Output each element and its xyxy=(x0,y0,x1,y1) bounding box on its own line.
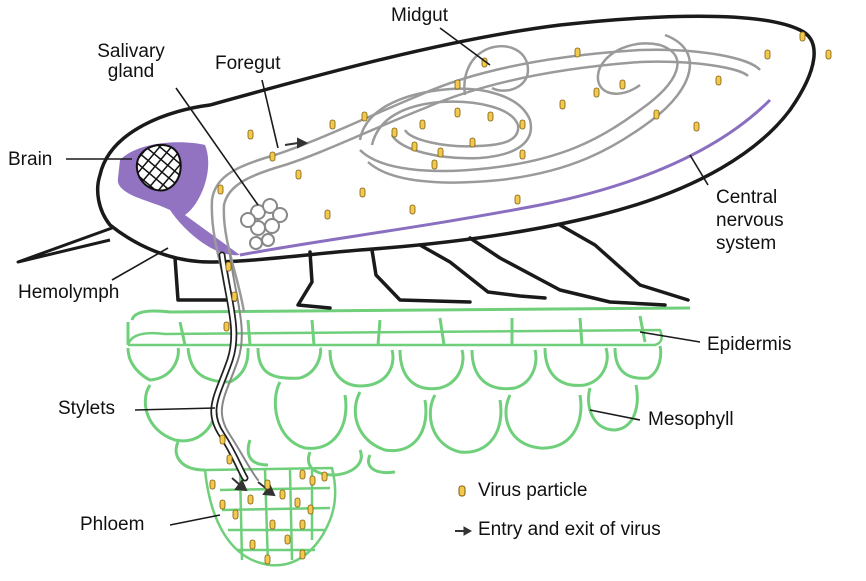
virus-particle-icon xyxy=(224,322,229,331)
label-midgut: Midgut xyxy=(391,6,448,26)
virus-particle-icon xyxy=(432,160,437,169)
virus-particle-icon xyxy=(300,550,305,559)
virus-particle-icon xyxy=(560,100,565,109)
virus-particle-icon xyxy=(575,48,580,57)
virus-particle-icon xyxy=(308,505,313,514)
virus-particle-icon xyxy=(654,110,659,119)
label-hemolymph: Hemolymph xyxy=(18,283,119,303)
virus-particle-icon xyxy=(412,142,417,151)
arrow-right-icon xyxy=(455,527,471,535)
virus-particle-icon xyxy=(285,535,290,544)
virus-particle-icon xyxy=(438,148,443,157)
stylets xyxy=(214,255,258,480)
virus-particle-icon xyxy=(248,130,253,139)
virus-particle-icon xyxy=(410,205,415,214)
label-brain: Brain xyxy=(8,150,52,170)
virus-particle-icon xyxy=(210,480,215,489)
virus-particle-icon xyxy=(360,188,365,197)
virus-particle-icon xyxy=(330,120,335,129)
virus-particle-icon xyxy=(300,470,305,479)
virus-particle-icon xyxy=(800,32,805,41)
virus-particle-icon xyxy=(420,120,425,129)
virus-particle-icon xyxy=(300,520,305,529)
virus-particle-icon xyxy=(280,490,285,499)
legend-virus-particle: Virus particle xyxy=(478,481,587,501)
virus-particle-icon xyxy=(296,170,301,179)
virus-particle-icon xyxy=(459,486,465,496)
virus-particle-icon xyxy=(322,472,327,481)
virus-particle-icon xyxy=(594,88,599,97)
virus-particle-icon xyxy=(520,150,525,159)
virus-particle-icon xyxy=(392,128,397,137)
virus-particle-icon xyxy=(226,262,231,271)
virus-particle-icon xyxy=(470,138,475,147)
virus-particle-icon xyxy=(233,510,238,519)
virus-particle-icon xyxy=(265,480,270,489)
virus-particle-icon xyxy=(520,120,525,129)
legend-glyphs xyxy=(455,486,471,535)
label-salivary-gland: Salivary gland xyxy=(76,42,186,82)
virus-particle-icon xyxy=(310,476,315,485)
antenna xyxy=(18,228,112,262)
label-foregut: Foregut xyxy=(215,54,280,74)
virus-particle-icon xyxy=(295,498,300,507)
virus-particle-icon xyxy=(220,500,225,509)
virus-particle-icon xyxy=(220,435,225,444)
virus-particle-icon xyxy=(694,122,699,131)
virus-particle-icon xyxy=(232,292,237,301)
label-mesophyll: Mesophyll xyxy=(648,410,734,430)
label-central-nervous-system: Central nervous system xyxy=(716,187,784,255)
virus-particle-icon xyxy=(250,540,255,549)
virus-particle-icon xyxy=(826,50,831,59)
label-phloem: Phloem xyxy=(80,515,144,535)
virus-particle-icon xyxy=(716,76,721,85)
virus-particle-icon xyxy=(488,112,493,121)
mesophyll-layer xyxy=(128,346,661,475)
virus-particle-icon xyxy=(227,455,232,464)
virus-particle-icon xyxy=(515,195,520,204)
label-stylets: Stylets xyxy=(58,399,115,419)
virus-particle-icon xyxy=(270,152,275,161)
virus-particle-icon xyxy=(265,555,270,564)
legend-entry-exit: Entry and exit of virus xyxy=(478,520,661,540)
virus-particle-icon xyxy=(270,520,275,529)
epidermis-layer xyxy=(128,308,690,345)
virus-particle-icon xyxy=(218,185,223,194)
virus-particle-icon xyxy=(620,80,625,89)
virus-particle-icon xyxy=(455,80,460,89)
virus-particle-icon xyxy=(765,50,770,59)
virus-particle-icon xyxy=(325,210,330,219)
virus-particle-icon xyxy=(362,112,367,121)
virus-particle-icon xyxy=(248,495,253,504)
virus-particle-icon xyxy=(455,108,460,117)
label-epidermis: Epidermis xyxy=(707,335,791,355)
